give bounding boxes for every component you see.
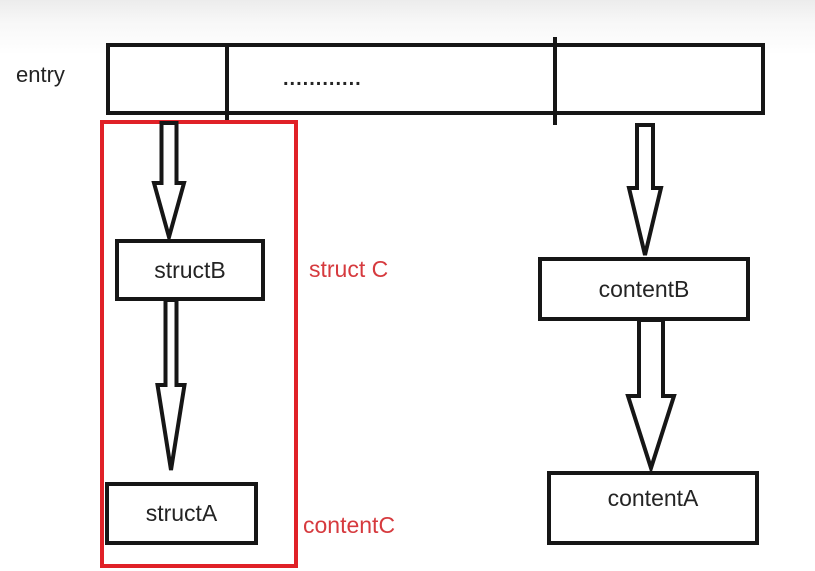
node-contentB-label: contentB: [598, 275, 690, 302]
arrow-entry-to-contentB-icon: [626, 123, 664, 256]
entry-array-box: [106, 43, 765, 115]
entry-array-divider-2: [553, 37, 557, 125]
node-structA: structA: [105, 482, 258, 545]
node-structB: structB: [115, 239, 265, 301]
struct-c-group-outline: [100, 120, 298, 568]
entry-label: entry: [16, 62, 65, 87]
annotation-content-c: contentC: [303, 512, 396, 538]
arrow-contentB-to-contentA-icon: [625, 318, 677, 475]
node-contentB: contentB: [538, 257, 750, 321]
annotation-struct-c: struct C: [309, 256, 389, 282]
entry-array-divider-1: [225, 44, 229, 121]
node-structA-label: structA: [145, 500, 218, 526]
entry-array-ellipsis: ............: [283, 68, 362, 90]
node-contentA-label: contentA: [607, 485, 699, 511]
node-structB-label: structB: [154, 256, 226, 283]
node-contentA: contentA: [547, 471, 759, 545]
